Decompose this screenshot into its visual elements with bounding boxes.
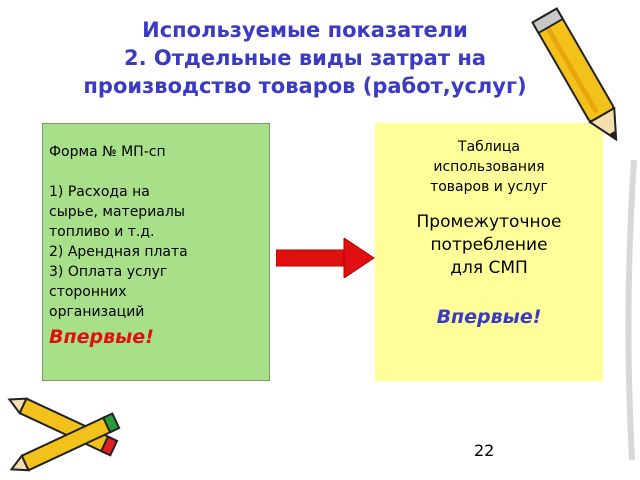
form-line-6: сторонних bbox=[49, 284, 127, 300]
pencil-edge-icon bbox=[625, 160, 637, 460]
title-line-3: производство товаров (работ,услуг) bbox=[83, 74, 527, 98]
slide-title: Используемые показатели 2. Отдельные вид… bbox=[40, 16, 570, 100]
form-line-4: 2) Арендная плата bbox=[49, 244, 188, 260]
title-line-2: 2. Отдельные виды затрат на bbox=[123, 46, 486, 70]
table-heading-3: товаров и услуг bbox=[430, 179, 548, 195]
table-heading-2: использования bbox=[433, 159, 545, 175]
form-line-2: сырье, материалы bbox=[49, 204, 185, 220]
pencil-icon bbox=[531, 7, 618, 142]
form-box: Форма № МП-сп 1) Расхода на сырье, матер… bbox=[42, 123, 270, 381]
title-line-1: Используемые показатели bbox=[142, 18, 468, 42]
table-body-3: для СМП bbox=[450, 258, 528, 278]
form-name: Форма № МП-сп bbox=[49, 144, 166, 160]
page-number: 22 bbox=[474, 441, 495, 460]
pencils-icon bbox=[7, 397, 121, 472]
form-accent: Впервые! bbox=[49, 326, 154, 348]
form-line-3: топливо и т.д. bbox=[49, 224, 155, 240]
table-accent: Впервые! bbox=[436, 306, 542, 328]
form-line-5: 3) Оплата услуг bbox=[49, 264, 168, 280]
table-body-2: потребление bbox=[430, 235, 548, 255]
table-heading-1: Таблица bbox=[458, 139, 520, 155]
table-body-1: Промежуточное bbox=[416, 212, 562, 232]
table-box: Таблица использования товаров и услуг Пр… bbox=[375, 123, 603, 381]
arrow-right-icon bbox=[276, 238, 375, 278]
form-line-1: 1) Расхода на bbox=[49, 184, 150, 200]
form-line-7: организаций bbox=[49, 304, 145, 320]
